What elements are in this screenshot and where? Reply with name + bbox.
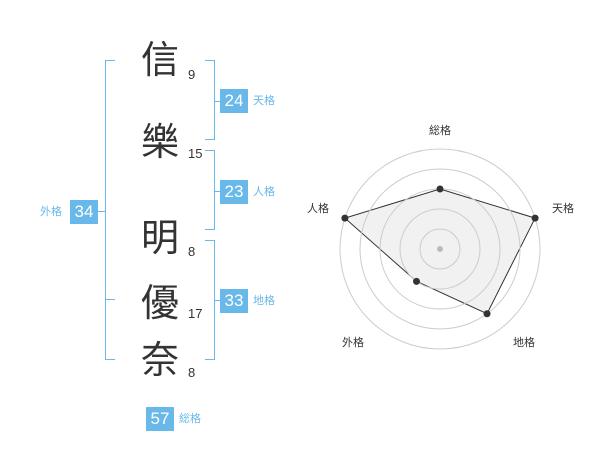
radar-inner-ring-2 [399,208,481,290]
stroke-count-4: 17 [188,306,203,321]
radar-label-soukaku: 総格 [429,123,451,137]
gaikaku-bracket [105,60,115,360]
radar-inner-ring-1 [419,228,461,270]
radar-inner-ring-4 [359,168,521,330]
name-char-4: 優 [140,281,179,325]
radar-label-gaikaku: 外格 [342,335,364,349]
radar-label-jinkaku: 人格 [307,201,329,215]
tenkaku-label: 天格 [253,94,275,107]
radar-label-tenkaku: 天格 [552,201,574,215]
jinkaku-connector [214,191,220,192]
stroke-count-3: 8 [188,244,196,259]
tenkaku-value: 24 [220,89,248,113]
radar-points [341,185,539,318]
radar-axis-labels: 総格 天格 地格 外格 人格 [307,123,574,349]
jinkaku-bracket [205,150,215,230]
gaikaku-bracket-tick [105,299,115,300]
radar-point-1 [436,185,444,193]
chikaku-value: 33 [220,289,248,313]
tenkaku-bracket [205,60,215,140]
gaikaku-label: 外格 [40,205,62,218]
radar-inner-rings [359,168,521,330]
stroke-count-2: 15 [188,146,203,161]
tenkaku-connector [214,101,220,102]
radar-point-3 [483,310,491,318]
soukaku-label: 総格 [179,412,201,425]
gaikaku-value: 34 [70,200,98,224]
radar-center-dot [437,246,443,252]
radar-point-5 [341,214,349,222]
stroke-count-1: 9 [188,67,196,82]
name-char-1: 信 [140,38,179,82]
name-char-5: 奈 [140,338,179,382]
chikaku-label: 地格 [253,294,275,307]
chikaku-connector [214,300,220,301]
name-char-2: 樂 [140,120,179,164]
radar-point-4 [412,277,420,285]
name-char-3: 明 [140,216,179,260]
radar-point-2 [531,214,539,222]
soukaku-value: 57 [146,407,174,431]
gaikaku-connector [94,211,105,212]
radar-label-chikaku: 地格 [513,335,535,349]
jinkaku-value: 23 [220,180,248,204]
stroke-count-5: 8 [188,365,196,380]
jinkaku-label: 人格 [253,185,275,198]
